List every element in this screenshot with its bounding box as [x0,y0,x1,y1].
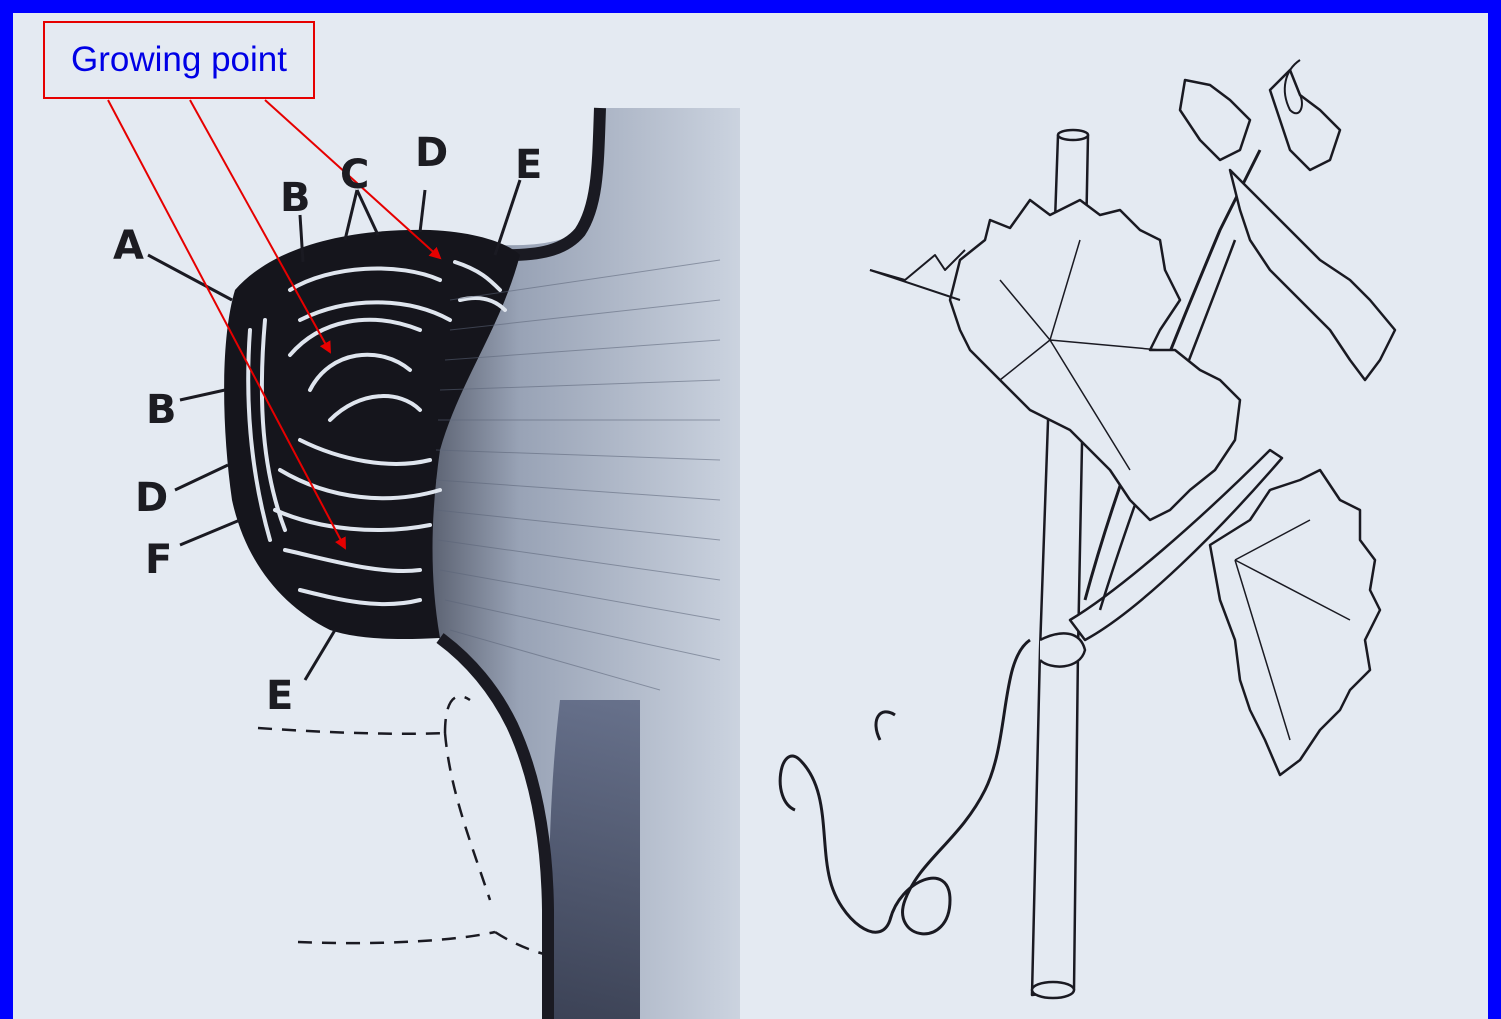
label-b-left: B [146,390,177,430]
label-d-left: D [135,478,168,518]
callout-text: Growing point [71,40,287,80]
label-f: F [145,540,172,580]
label-c: C [340,155,369,195]
label-d-top: D [415,133,448,173]
label-a: A [113,226,144,266]
growing-point-callout: Growing point [43,21,315,99]
label-e-bottom: E [266,676,293,716]
label-b-top: B [280,178,311,218]
label-e-top: E [515,145,542,185]
stem-lower-band [548,700,640,1019]
